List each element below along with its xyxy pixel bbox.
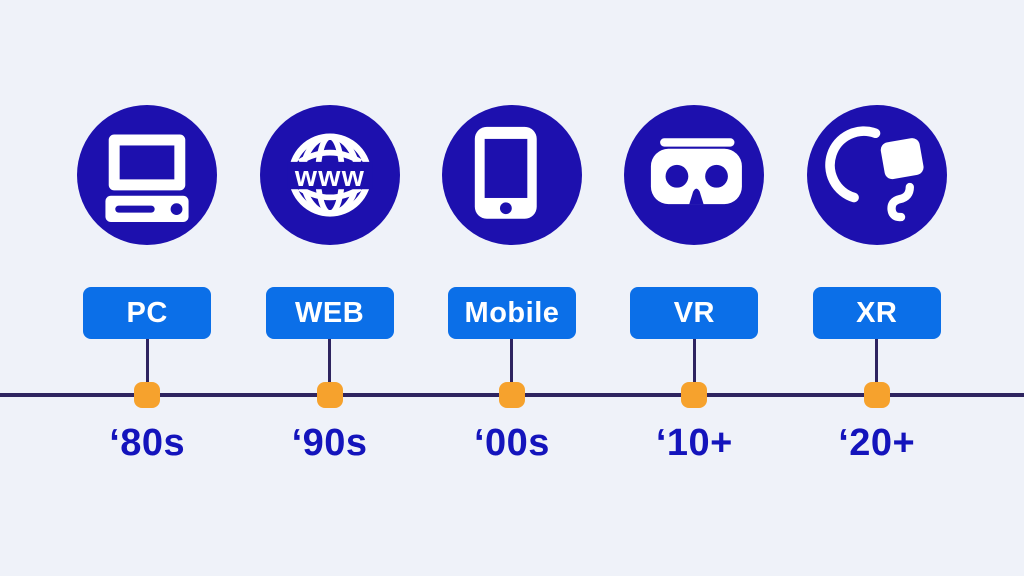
xr-headset-icon — [824, 126, 924, 222]
globe-www-icon: www — [286, 133, 373, 217]
vr-timeline-marker — [681, 382, 708, 408]
mobile-timeline-marker — [498, 382, 525, 408]
pc-icon-circle — [77, 105, 218, 245]
timeline-item-vr: VR ‘10+ — [603, 0, 785, 465]
desktop-computer-icon — [105, 134, 189, 223]
xr-icon-circle — [806, 105, 947, 245]
vr-period-label: ‘10+ — [655, 422, 733, 464]
mobile-connector-line — [510, 339, 514, 395]
vr-label-chip: VR — [630, 287, 759, 339]
vr-connector-line — [692, 339, 696, 395]
web-timeline-marker — [316, 382, 343, 408]
vr-icon-circle — [624, 105, 765, 245]
pc-timeline-marker — [134, 382, 161, 408]
timeline-item-xr: XR ‘20+ — [786, 0, 968, 465]
web-period-label: ‘90s — [291, 422, 368, 464]
timeline-item-mobile: Mobile ‘00s — [421, 0, 603, 465]
timeline-item-web: www WEB ‘90s — [238, 0, 420, 465]
xr-connector-line — [875, 339, 879, 395]
svg-text:www: www — [293, 161, 364, 193]
web-connector-line — [328, 339, 332, 395]
xr-period-label: ‘20+ — [838, 422, 916, 464]
smartphone-icon — [474, 126, 537, 219]
vr-headset-icon — [651, 138, 743, 205]
pc-label-chip: PC — [83, 287, 212, 339]
mobile-period-label: ‘00s — [473, 422, 550, 464]
mobile-label-chip: Mobile — [447, 287, 576, 339]
pc-connector-line — [145, 339, 149, 395]
pc-period-label: ‘80s — [109, 422, 186, 464]
xr-label-chip: XR — [812, 287, 941, 339]
xr-timeline-marker — [863, 382, 890, 408]
web-icon-circle: www — [259, 105, 400, 245]
mobile-icon-circle — [441, 105, 582, 245]
web-label-chip: WEB — [265, 287, 394, 339]
timeline-columns: PC ‘80s www WEB — [56, 0, 968, 465]
timeline-item-pc: PC ‘80s — [56, 0, 238, 465]
